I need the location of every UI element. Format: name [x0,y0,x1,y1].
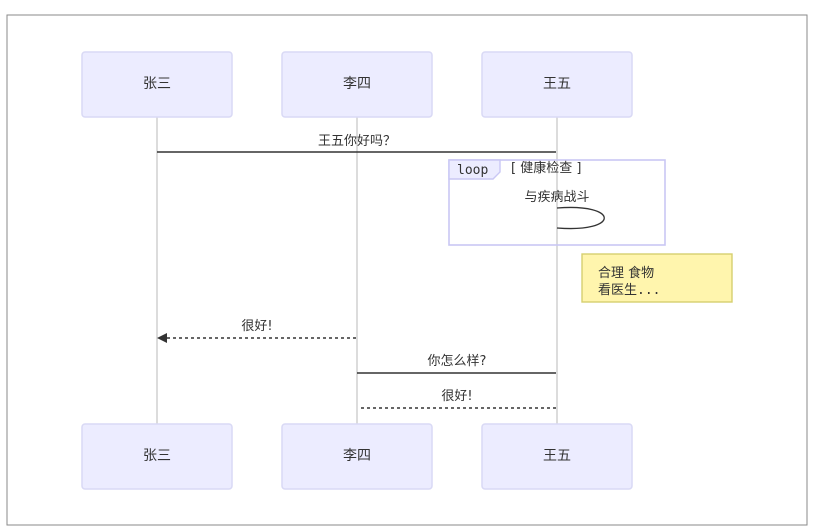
message-wangwu-self: 与疾病战斗 [524,190,605,230]
note: 合理 食物 看医生... [581,253,733,303]
diagram-frame [6,14,808,526]
message-label: 与疾病战斗 [524,190,589,205]
message-label: 很好! [441,389,472,404]
loop-frame [448,159,666,246]
actor-label: 张三 [143,76,171,92]
message-wangwu-to-lisi: 很好! [358,389,556,409]
message-lisi-to-zhangsan: 很好! [157,319,356,343]
loop-title: [ 健康检查 ] [511,160,581,176]
message-label: 很好! [241,319,272,334]
actor-label: 李四 [343,76,371,92]
note-box [581,253,733,303]
message-label: 你怎么样? [428,354,487,369]
actor-bottom-wangwu: 王五 [481,423,633,490]
actor-bottom-zhangsan: 张三 [81,423,233,490]
actor-box [81,51,233,118]
actor-label: 王五 [543,76,571,92]
message-lisi-to-wangwu: 你怎么样? [357,354,556,374]
loop-keyword: loop [457,163,488,178]
note-line-2: 看医生... [598,282,660,298]
actor-box [81,423,233,490]
loop-tab [448,159,501,180]
actor-top-zhangsan: 张三 [81,51,233,118]
actor-label: 张三 [143,448,171,464]
actor-box [481,51,633,118]
actor-bottom-lisi: 李四 [281,423,433,490]
loop-block: loop [ 健康检查 ] [448,159,666,246]
actor-box [481,423,633,490]
note-line-1: 合理 食物 [598,265,654,281]
actor-label: 李四 [343,448,371,464]
message-label: 王五你好吗？ [318,134,396,149]
actor-top-lisi: 李四 [281,51,433,118]
message-zhangsan-to-wangwu: 王五你好吗？ [157,134,556,153]
actor-top-wangwu: 王五 [481,51,633,118]
actor-label: 王五 [543,448,571,464]
actor-box [281,423,433,490]
actor-box [281,51,433,118]
self-loop-arrow [556,206,605,230]
